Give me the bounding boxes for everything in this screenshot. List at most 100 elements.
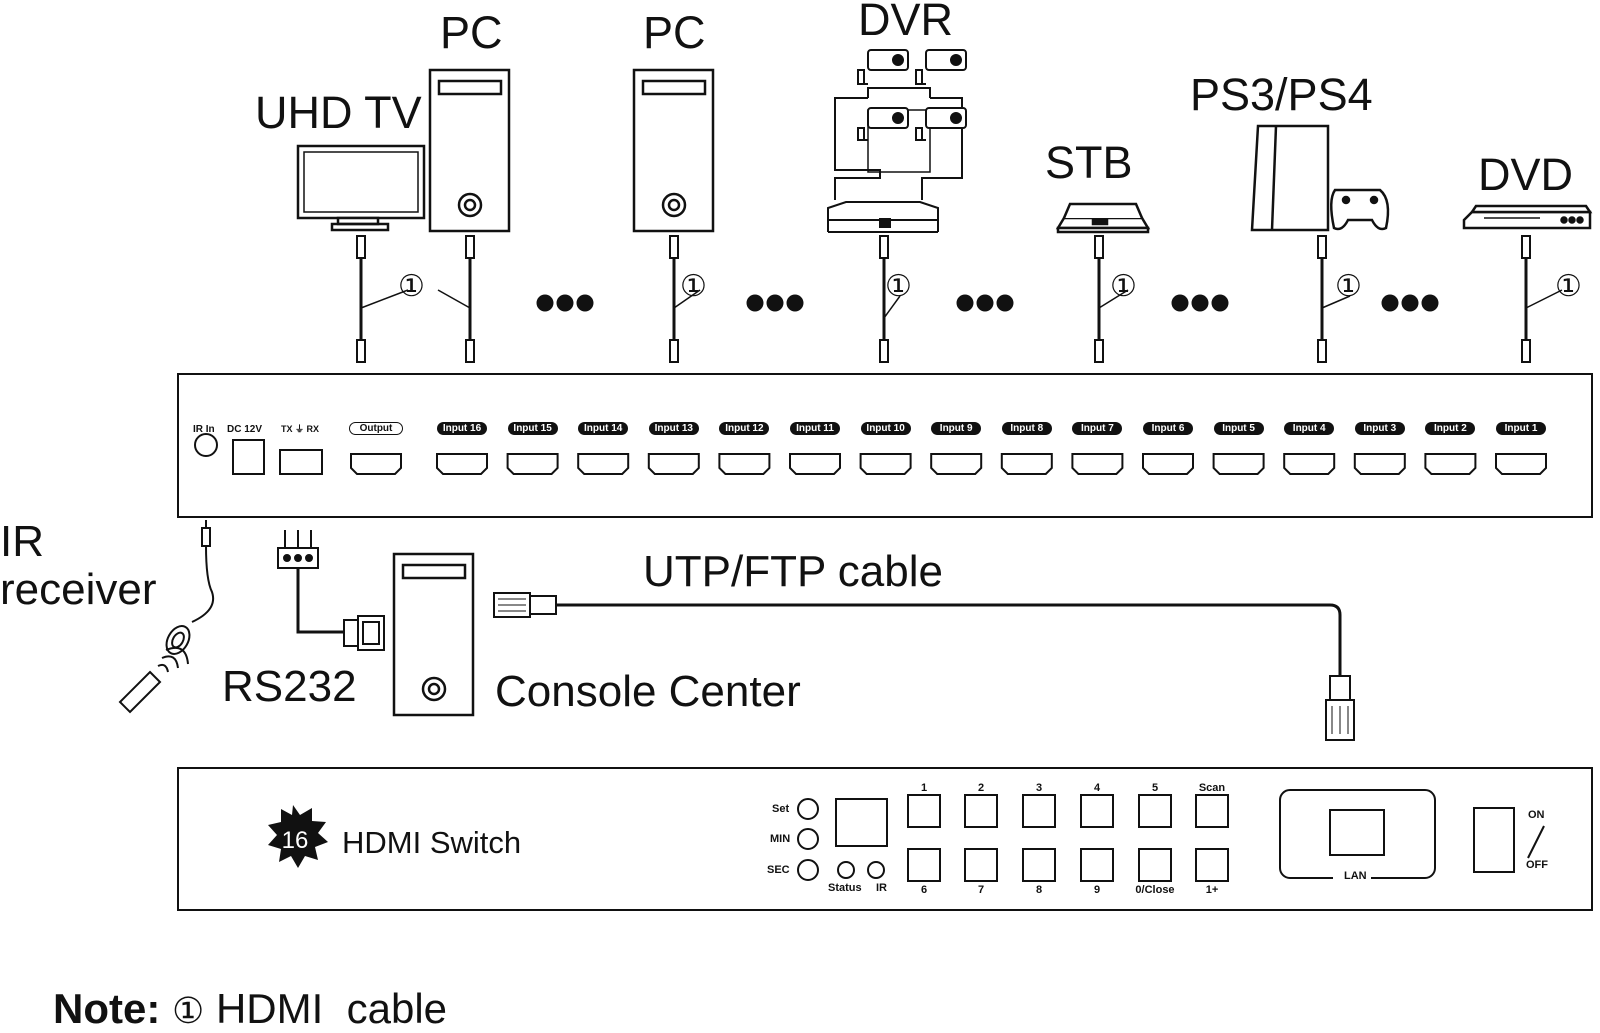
input-tag: Input 15 (507, 422, 558, 435)
status-label: Status (828, 882, 862, 894)
button-label-top: 2 (977, 782, 985, 794)
hdmi-cable-line (1521, 235, 1531, 363)
hdmi-port[interactable] (1283, 453, 1336, 475)
front-button[interactable] (1138, 794, 1172, 828)
dot (1401, 294, 1419, 312)
lan-port[interactable] (1329, 809, 1385, 856)
leader-line (437, 289, 471, 309)
button-label-bottom: 9 (1093, 884, 1101, 896)
pc-tower-icon (632, 68, 715, 233)
display-window (835, 798, 888, 847)
power-switch[interactable] (1473, 807, 1515, 873)
hdmi-port[interactable] (506, 453, 559, 475)
hdmi-port[interactable] (577, 453, 630, 475)
lan-label: LAN (1344, 870, 1367, 882)
leader-line (883, 295, 901, 319)
button-label-top: Scan (1198, 782, 1226, 794)
dot (1421, 294, 1439, 312)
front-button[interactable] (907, 848, 941, 882)
hdmi-port[interactable] (1353, 453, 1406, 475)
button-label-bottom: 7 (977, 884, 985, 896)
camera-icon (857, 49, 967, 141)
hdmi-cable (356, 235, 1563, 363)
status-led (837, 861, 855, 879)
hdmi-cable-line (1094, 235, 1104, 363)
hdmi-port[interactable] (718, 453, 771, 475)
ir-in-label: IR In (193, 424, 215, 435)
hdmi-port[interactable] (1142, 453, 1194, 475)
input-tag: Input 4 (1284, 422, 1335, 435)
dvr-label: DVR (858, 0, 954, 45)
on-label: ON (1528, 809, 1545, 821)
cable-marker: ① (1110, 269, 1137, 304)
leader-line (1321, 295, 1351, 309)
logo-icon (268, 805, 328, 868)
front-button[interactable] (1138, 848, 1172, 882)
front-button[interactable] (1022, 794, 1056, 828)
ir-led (867, 861, 885, 879)
logo-number: 16 (281, 827, 309, 854)
front-button[interactable] (907, 794, 941, 828)
input-tag: Input 13 (648, 422, 699, 435)
input-tag: Input 1 (1496, 422, 1546, 435)
pc1-label: PC (440, 7, 503, 58)
button-label-bottom: 1+ (1205, 884, 1219, 896)
pc-tower-icon (428, 68, 511, 233)
hdmi-port[interactable] (1495, 453, 1547, 475)
ir-receiver-label-1: IR (0, 517, 44, 566)
dot (766, 294, 784, 312)
button-label-bottom: 0/Close (1135, 884, 1175, 896)
front-buttons (907, 794, 1229, 882)
hdmi-port[interactable] (1000, 453, 1053, 475)
cable-marker: ① (1555, 269, 1582, 304)
front-button[interactable] (1022, 848, 1056, 882)
ps-label: PS3/PS4 (1190, 69, 1373, 120)
hdmi-port[interactable] (436, 453, 488, 475)
console-icon (1250, 124, 1390, 232)
front-button[interactable] (964, 848, 998, 882)
hdmi-port[interactable] (1071, 453, 1124, 475)
hdmi-cable-line (356, 235, 366, 363)
dvd-player-icon (1462, 204, 1593, 230)
hdmi-port[interactable] (1212, 453, 1265, 475)
hdmi-port[interactable] (647, 453, 700, 475)
input-tag: Input 2 (1425, 422, 1476, 435)
hdmi-port[interactable] (350, 453, 402, 475)
utp-label: UTP/FTP cable (643, 547, 943, 596)
min-indicator (797, 828, 819, 850)
front-button[interactable] (1080, 848, 1114, 882)
stb-label: STB (1045, 137, 1133, 188)
front-button[interactable] (1195, 848, 1229, 882)
hdmi-cable-line (879, 235, 889, 363)
console-center-pc-icon (392, 552, 475, 717)
dot (956, 294, 974, 312)
set-indicator (797, 798, 819, 820)
output-tag: Output (349, 422, 403, 435)
dvr-icon (827, 87, 963, 233)
ellipsis-dots (536, 294, 1439, 312)
ir-in-jack (194, 433, 218, 457)
dot (1211, 294, 1229, 312)
front-button[interactable] (1080, 794, 1114, 828)
button-label-top: 3 (1035, 782, 1043, 794)
front-button[interactable] (964, 794, 998, 828)
input-tag: Input 3 (1354, 422, 1405, 435)
hdmi-port[interactable] (1424, 453, 1477, 475)
button-label-bottom: 8 (1035, 884, 1043, 896)
hdmi-port[interactable] (930, 453, 983, 475)
sec-label: SEC (767, 864, 790, 876)
dot (1171, 294, 1189, 312)
ir-label: IR (876, 882, 887, 894)
stb-icon (1055, 202, 1151, 234)
dot (576, 294, 594, 312)
min-label: MIN (770, 833, 791, 845)
hdmi-port[interactable] (859, 453, 912, 475)
dot (1191, 294, 1209, 312)
hdmi-port[interactable] (789, 453, 841, 475)
input-tag: Input 7 (1072, 422, 1123, 435)
leader-line (1525, 289, 1563, 309)
front-button[interactable] (1195, 794, 1229, 828)
set-label: Set (772, 803, 790, 815)
dc-label: DC 12V (227, 424, 263, 435)
